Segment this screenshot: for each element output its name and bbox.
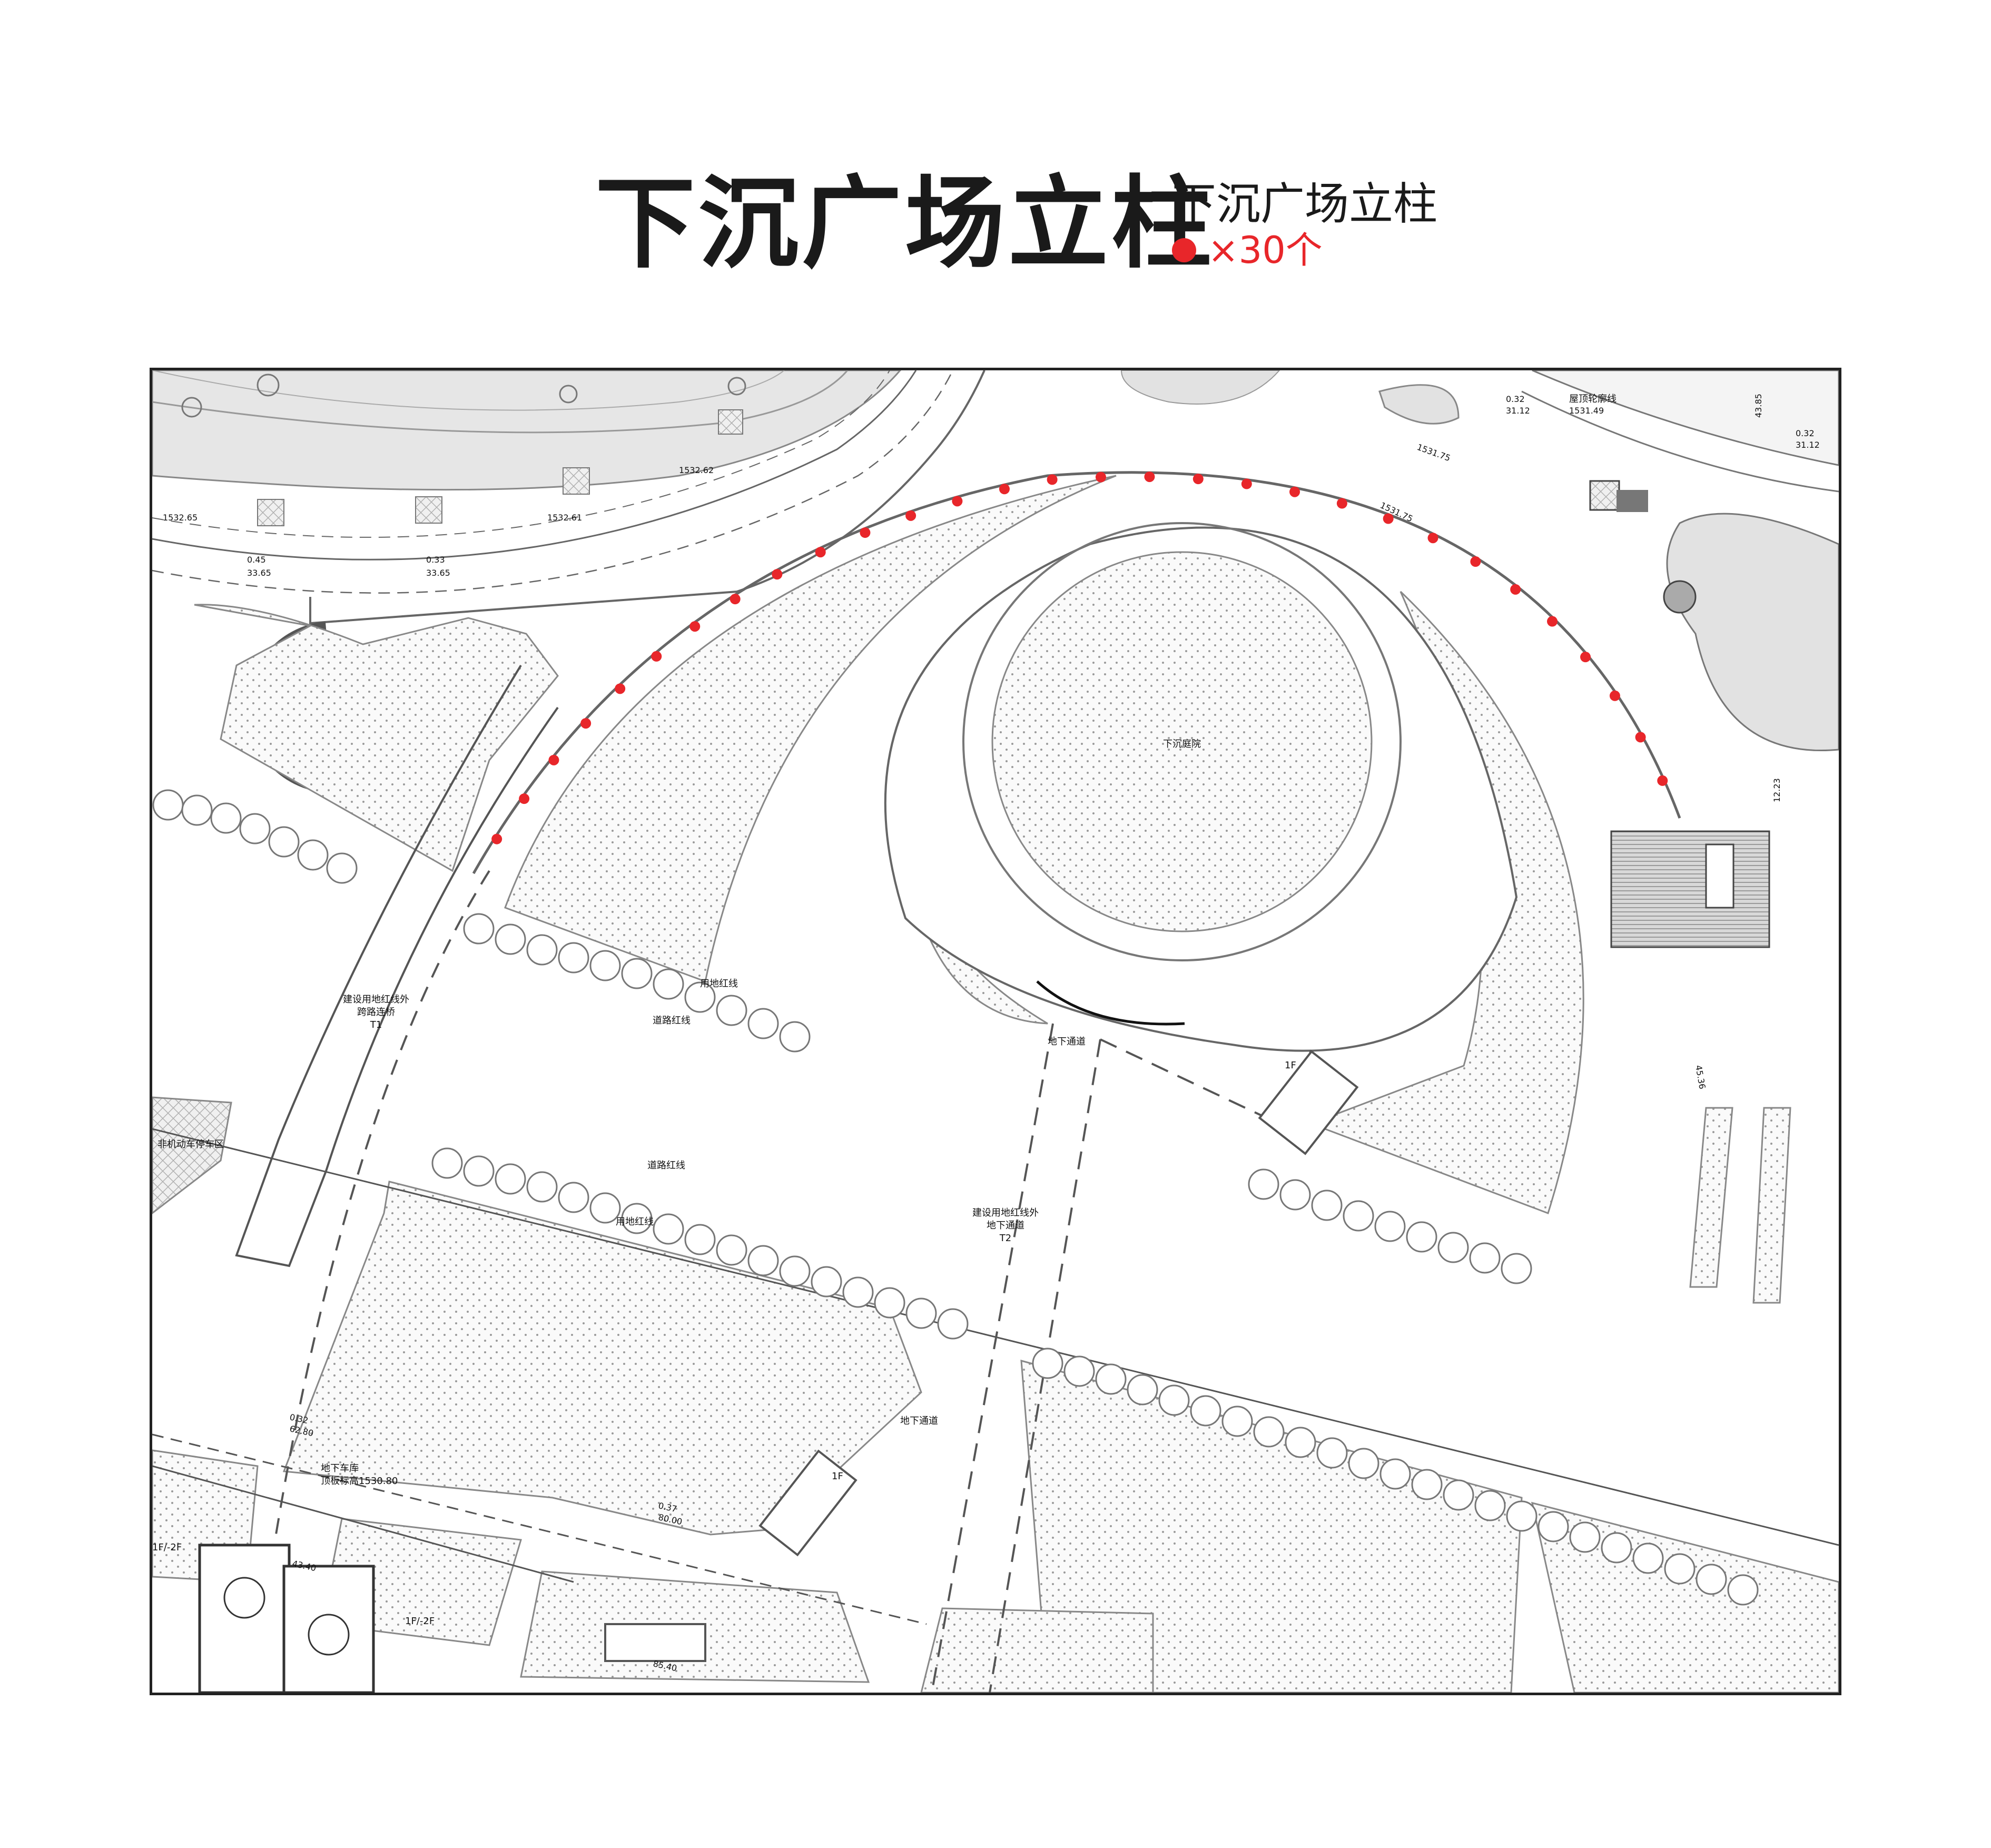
column-marker [1383,513,1394,524]
column-marker [1657,775,1668,786]
garage-label-1: 地下车库 [321,1463,359,1474]
dim-15: 12.23 [1772,778,1782,802]
column-marker [491,833,502,844]
legend-label: 下沉广场立柱 [1172,178,1438,230]
column-marker [1289,486,1300,497]
column-marker [860,527,871,538]
underpass-label-1: 地下通道 [1048,1036,1086,1047]
column-marker [1580,652,1591,663]
column-marker [580,718,592,729]
column-marker [730,594,741,605]
small-buildings [604,1050,1359,1662]
legend-marker-icon [1172,238,1196,262]
land-line-label-1: 用地红线 [700,978,738,989]
column-markers [491,471,1668,844]
dim-8: 1531.75 [1416,442,1452,463]
dim-7: 1532.62 [679,465,714,475]
dim-4: 33.65 [426,568,450,578]
building-1f-label-1: 1F [1285,1060,1296,1071]
bridge-label-1: 建设用地红线外 [343,994,409,1005]
column-marker [1470,556,1481,567]
dim-2: 33.65 [247,568,271,578]
page-title: 下沉广场立柱 [595,165,1215,282]
column-marker [1547,616,1558,627]
column-marker [1192,474,1204,485]
column-marker [519,793,530,804]
land-line-label-2: 用地红线 [616,1216,654,1227]
dim-12: 43.85 [1753,394,1763,418]
legend-count: ×30个 [1208,229,1323,272]
bridge-label-3: T1 [370,1019,382,1030]
nonmotor-label: 非机动车停车区 [157,1139,224,1150]
column-marker [651,651,662,662]
column-marker [1241,478,1252,489]
column-marker [689,621,701,632]
tunnel-label-2: 地下通道 [987,1220,1024,1231]
dim-3: 0.33 [426,555,445,565]
dim-10: 0.32 [1506,394,1525,404]
tunnel-label-3: T2 [999,1233,1011,1244]
site-plan-frame: 下沉庭院 [150,368,1841,1695]
road-line-label-2: 道路红线 [647,1160,685,1171]
sports-courts [198,1544,375,1693]
bridge-label-2: 跨路连桥 [357,1007,395,1018]
column-marker [905,510,916,521]
stadium-block [152,370,901,526]
column-marker [1336,498,1347,509]
tree-rows [152,789,1759,1606]
column-marker [815,547,826,558]
dim-13: 0.32 [1796,428,1815,438]
underpass-label-2: 地下通道 [900,1416,938,1427]
legend-count-row: ×30个 [1172,232,1323,269]
building-1f-label-2: 1F [832,1471,843,1482]
column-marker [1095,471,1106,483]
right-roof-block [1120,370,1839,751]
floors-label: 1F/-2F [405,1616,435,1627]
column-marker [772,569,783,580]
dim-5: 1532.65 [163,513,198,523]
column-marker [952,496,963,507]
column-marker [548,754,559,765]
column-marker [1144,471,1155,483]
dim-6: 1532.61 [547,513,582,523]
courtyard-label: 下沉庭院 [1163,739,1201,750]
garage-label-2: 顶板标高1530.80 [321,1476,398,1487]
bridge-t1 [235,664,559,1551]
column-marker [1609,690,1620,701]
site-plan-drawing: 下沉庭院 [152,370,1839,1693]
sunken-courtyard: 下沉庭院 [884,522,1518,1052]
column-marker [1635,732,1646,743]
plan-labels: 建设用地红线外 跨路连桥 T1 建设用地红线外 地下通道 T2 地下通道 地下通… [152,394,1617,1627]
column-marker [615,683,626,694]
column-marker [1427,533,1438,544]
dim-1: 0.45 [247,555,266,565]
tunnel-label-1: 建设用地红线外 [972,1207,1039,1218]
column-marker [1047,474,1058,485]
column-marker [1510,584,1521,595]
dim-23: 1531.49 [1569,406,1604,416]
dim-14: 31.12 [1796,440,1820,450]
dim-16: 45.36 [1693,1064,1708,1089]
roof-outline-label: 屋顶轮廓线 [1569,394,1617,405]
dim-11: 31.12 [1506,406,1530,416]
road-line-label-1: 道路红线 [653,1015,691,1026]
floors-label-2: 1F/-2F [152,1542,182,1553]
column-marker [999,484,1010,495]
crosswalk [1610,830,1770,948]
